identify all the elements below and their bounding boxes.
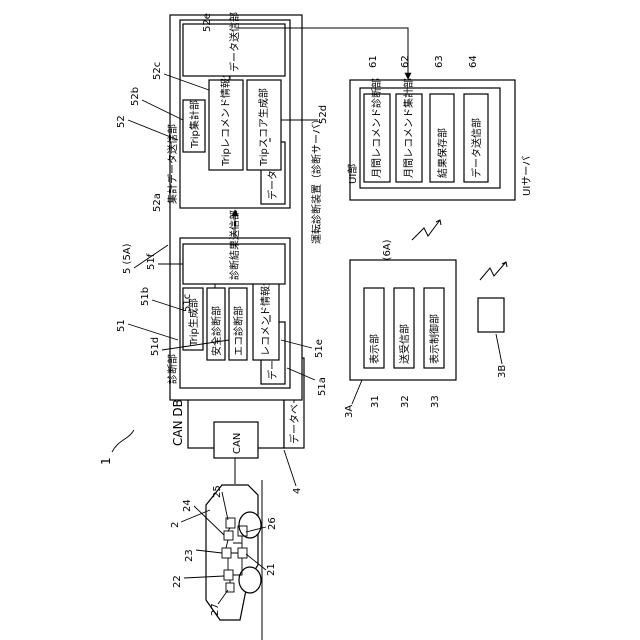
trip-score-generator-ref: 52d xyxy=(318,105,329,124)
result-storage-label: 結果保存部 xyxy=(436,128,449,178)
transceiver-unit-ref: 32 xyxy=(400,395,411,408)
diagnosis-ref: 51 xyxy=(116,319,127,332)
figure-ref: 1 xyxy=(99,457,113,465)
monthly-recommend-diagnosis-ref: 61 xyxy=(368,55,379,68)
safety-diagnosis-label: 安全診断部 xyxy=(210,306,223,356)
aggregate-data-transmitter-ref: 52e xyxy=(202,13,213,32)
aggregate-data-receiver-ref: 52a xyxy=(152,193,163,212)
wireless-link-icon-2 xyxy=(480,262,507,280)
ui-data-transmitter-label: データ送信部 xyxy=(470,118,483,178)
device-3b-ref: 3B xyxy=(497,365,508,378)
figure-ref-leader xyxy=(112,430,134,452)
ref-27: 27 xyxy=(210,603,221,616)
ui-data-transmitter-ref: 64 xyxy=(468,55,479,68)
front-wheel xyxy=(239,512,261,538)
database-ref: 4 xyxy=(292,488,303,494)
monthly-recommend-aggregate-ref: 62 xyxy=(400,55,411,68)
user-terminal-ref: 3A xyxy=(344,405,355,418)
server-label: 運転診断装置（診断サーバ） xyxy=(310,114,323,244)
vehicle-ref: 2 xyxy=(170,522,181,528)
eco-diagnosis-ref: 51d xyxy=(150,337,161,356)
ref-25: 25 xyxy=(212,485,223,498)
ui-section-label: UI部 xyxy=(346,164,359,184)
vehicle: 2 25 24 23 22 27 26 21 xyxy=(170,480,278,640)
display-unit-ref: 31 xyxy=(370,395,381,408)
diagnosis-result-transmitter-ref: 51f xyxy=(146,253,157,270)
ref-26: 26 xyxy=(267,517,278,530)
trip-recommend-generator-ref: 52c xyxy=(152,62,163,80)
ref-23: 23 xyxy=(184,549,195,562)
device-3b xyxy=(478,298,504,332)
ref-22: 22 xyxy=(172,575,183,588)
database-title: CAN DB xyxy=(171,399,185,446)
diagnosis-title: 診断部 xyxy=(166,354,179,384)
monthly-recommend-diagnosis-label: 月間レコメンド診断部 xyxy=(370,78,383,178)
display-unit-label: 表示部 xyxy=(368,334,381,364)
display-control-unit-label: 表示制御部 xyxy=(428,314,441,364)
eco-diagnosis-label: エコ診断部 xyxy=(232,306,245,356)
aggregate-data-transmitter-label: データ送信部 xyxy=(228,12,241,72)
trip-generator-ref: 51b xyxy=(140,287,151,306)
user-terminal: 3A 表示部 31 送受信部 32 表示制御部 33 xyxy=(344,260,456,418)
can-label: CAN xyxy=(232,433,243,454)
wireless-link-icon xyxy=(412,220,441,240)
recommend-info-generator-ref: 51e xyxy=(314,339,325,358)
trip-counter-label: Trip集計部 xyxy=(188,100,201,149)
ui-server: UIサーバ UI部 月間レコメンド診断部 61 月間レコメンド集計部 62 結果… xyxy=(346,55,533,270)
trip-counter-ref: 52b xyxy=(130,87,141,106)
display-control-unit-ref: 33 xyxy=(430,395,441,408)
result-storage-ref: 63 xyxy=(434,55,445,68)
diagnosis-data-receiver-ref: 51a xyxy=(317,377,328,396)
server-ref: 5 (5A) xyxy=(122,243,133,274)
transceiver-unit-label: 送受信部 xyxy=(398,324,411,364)
diagnosis-server: 運転診断装置（診断サーバ） 5 (5A) 診断部 51 データ受信部 51a T… xyxy=(116,12,329,400)
aggregate-ref: 52 xyxy=(116,115,127,128)
ref-21: 21 xyxy=(266,563,277,576)
ui-server-title: UIサーバ xyxy=(521,156,533,196)
safety-diagnosis-ref: 51c xyxy=(182,294,193,312)
monthly-recommend-aggregate-label: 月間レコメンド集計部 xyxy=(402,78,415,178)
trip-score-generator-label: Tripスコア生成部 xyxy=(257,88,270,167)
ref-24: 24 xyxy=(182,499,193,512)
